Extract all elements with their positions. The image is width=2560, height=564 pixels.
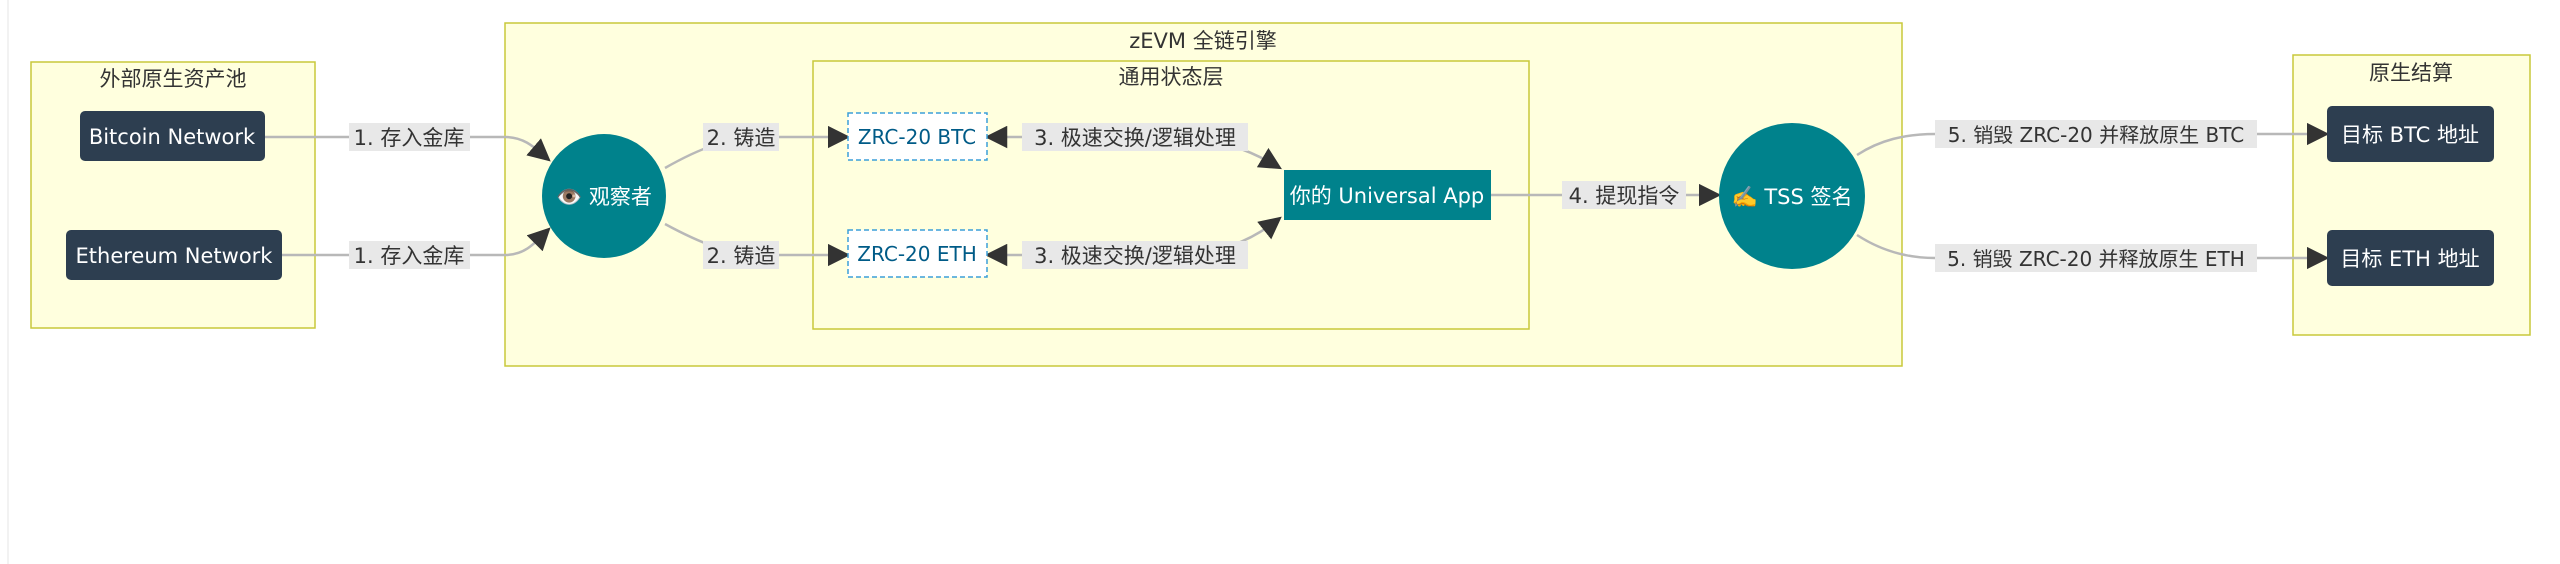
- node-ethereum-network[interactable]: Ethereum Network: [66, 230, 282, 280]
- edge-label-deposit-eth: 1. 存入金库: [354, 244, 465, 268]
- node-zrc20-eth-label: ZRC-20 ETH: [857, 242, 976, 266]
- edge-label-release-btc: 5. 销毁 ZRC-20 并释放原生 BTC: [1948, 123, 2244, 147]
- edge-label-swap-eth: 3. 极速交换/逻辑处理: [1034, 244, 1236, 268]
- node-universal-app[interactable]: 你的 Universal App: [1284, 170, 1491, 220]
- node-zrc20-btc[interactable]: ZRC-20 BTC: [847, 112, 988, 161]
- node-tss-signer-label: ✍️ TSS 签名: [1732, 185, 1853, 209]
- cluster-native-settlement-title: 原生结算: [2369, 61, 2453, 85]
- edge-label-mint-btc: 2. 铸造: [707, 126, 776, 150]
- edge-release-eth: [1856, 233, 2330, 270]
- cluster-universal-state-title: 通用状态层: [1119, 65, 1224, 89]
- cluster-external-pool-title: 外部原生资产池: [100, 67, 247, 91]
- cluster-native-settlement: 原生结算: [2292, 54, 2531, 336]
- node-bitcoin-network[interactable]: Bitcoin Network: [80, 111, 265, 161]
- node-tss-signer[interactable]: ✍️ TSS 签名: [1719, 123, 1865, 269]
- node-zrc20-eth[interactable]: ZRC-20 ETH: [847, 229, 988, 278]
- node-ethereum-network-label: Ethereum Network: [76, 244, 274, 268]
- node-target-btc[interactable]: 目标 BTC 地址: [2327, 106, 2494, 162]
- edge-label-release-eth: 5. 销毁 ZRC-20 并释放原生 ETH: [1947, 247, 2245, 271]
- edge-deposit-btc: [265, 135, 551, 162]
- cluster-external-pool: 外部原生资产池: [30, 61, 316, 329]
- edge-labels: 1. 存入金库 1. 存入金库 2. 铸造 2. 铸造 3. 极速交换/逻辑处理…: [349, 120, 2257, 272]
- cluster-zevm-title: zEVM 全链引擎: [1129, 29, 1276, 53]
- node-zrc20-btc-label: ZRC-20 BTC: [858, 125, 976, 149]
- node-observer-label: 👁️ 观察者: [556, 185, 652, 209]
- node-universal-app-label: 你的 Universal App: [1290, 184, 1485, 208]
- edge-label-deposit-btc: 1. 存入金库: [354, 126, 465, 150]
- node-observer[interactable]: 👁️ 观察者: [542, 134, 666, 258]
- node-target-eth[interactable]: 目标 ETH 地址: [2327, 230, 2494, 286]
- node-target-eth-label: 目标 ETH 地址: [2340, 247, 2479, 271]
- edge-label-withdraw: 4. 提现指令: [1569, 184, 1680, 208]
- node-bitcoin-network-label: Bitcoin Network: [89, 125, 256, 149]
- node-target-btc-label: 目标 BTC 地址: [2341, 123, 2479, 147]
- edge-deposit-eth: [282, 227, 551, 257]
- edge-label-swap-btc: 3. 极速交换/逻辑处理: [1034, 126, 1236, 150]
- edge-label-mint-eth: 2. 铸造: [707, 244, 776, 268]
- edge-release-btc: [1856, 122, 2330, 157]
